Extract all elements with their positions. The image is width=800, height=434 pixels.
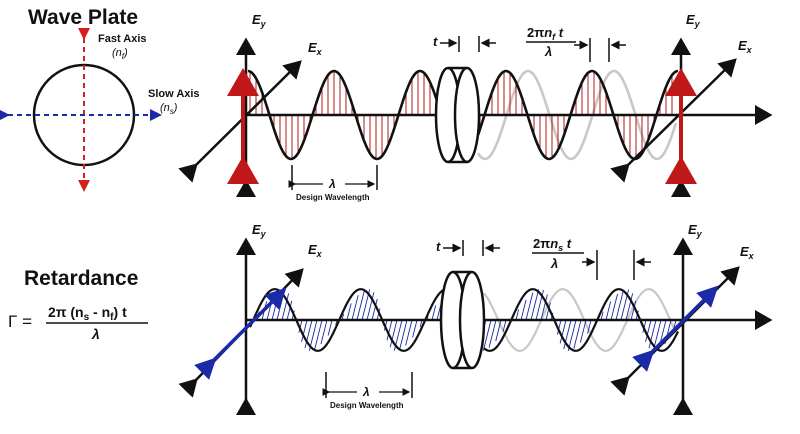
bottom-wave-hatch: [412, 319, 418, 338]
bottom-design-wavelength-label: Design Wavelength: [330, 401, 404, 410]
wave-plate-title: Wave Plate: [28, 6, 138, 29]
bottom-phase-numerator: 2πns t: [533, 236, 572, 253]
bottom-wave-hatch: [600, 311, 604, 321]
bottom-wave-hatch: [567, 319, 577, 351]
retardance-title: Retardance: [24, 267, 138, 290]
bottom-left-ey-label: Ey: [252, 222, 267, 239]
bottom-right-ey-label: Ey: [688, 222, 703, 239]
top-design-wavelength-label: Design Wavelength: [296, 193, 370, 202]
top-wave-panel: Ey Ex Ey Ex t 2πnf t λ λ Design Waveleng…: [178, 12, 773, 202]
bottom-wave-hatch: [346, 303, 352, 321]
bottom-wave-hatch: [366, 292, 375, 321]
bottom-wave-panel: Ey Ex Ey Ex t 2πns t λ λ Design Waveleng…: [178, 222, 773, 415]
bottom-wave-hatch: [563, 319, 572, 350]
bottom-wave-hatch: [525, 292, 534, 321]
bottom-wave-plate-disk: [439, 270, 486, 370]
top-right-ey-label: Ey: [686, 12, 701, 29]
bottom-wave-hatch: [545, 302, 551, 321]
bottom-wave-hatch: [520, 299, 527, 321]
bottom-wave-hatch: [573, 319, 582, 349]
bottom-wave-hatch: [495, 319, 502, 342]
bottom-wave-hatch: [371, 298, 378, 321]
formula-denominator: λ: [91, 326, 100, 342]
formula-gamma: Γ =: [8, 312, 32, 331]
top-wavelength-lambda: λ: [328, 177, 336, 191]
bottom-right-polarization-vector: [632, 285, 719, 372]
bottom-wave-hatch: [579, 319, 587, 343]
bottom-wave-hatch: [376, 308, 381, 321]
bottom-wave-hatch: [559, 319, 567, 344]
slow-axis-symbol: (ns): [160, 102, 178, 116]
bottom-wave-hatch: [502, 319, 507, 332]
bottom-left-polarization-vector: [194, 287, 287, 380]
bottom-wave-hatch: [320, 319, 328, 345]
bottom-wave-hatch: [405, 319, 413, 346]
top-phase-numerator: 2πnf t: [527, 25, 564, 42]
bottom-wave-hatch: [431, 305, 437, 321]
fast-axis-label: Fast Axis: [98, 33, 147, 45]
bottom-wave-hatch: [399, 319, 408, 351]
bottom-wave-hatch: [605, 301, 612, 321]
bottom-wave-hatch: [327, 319, 333, 336]
bottom-wave-hatch: [515, 309, 520, 321]
formula-numerator: 2π (ns - nf) t: [48, 304, 127, 323]
top-right-ex-label: Ex: [738, 38, 753, 55]
bottom-wave-hatch: [386, 319, 393, 341]
bottom-wave-hatch: [356, 290, 365, 321]
bottom-wave-hatch: [304, 319, 313, 349]
bottom-wave-hatch: [556, 319, 562, 335]
top-left-ex-label: Ex: [308, 40, 323, 57]
top-left-ex-axis: [178, 60, 302, 183]
bottom-right-ex-label: Ex: [740, 244, 755, 261]
bottom-phase-denominator: λ: [550, 256, 558, 271]
bottom-wave-hatch: [389, 319, 398, 348]
bottom-wavelength-lambda: λ: [362, 385, 370, 399]
bottom-wave-hatch: [488, 319, 497, 348]
bottom-wave-hatch: [540, 294, 548, 321]
bottom-wave-hatch: [530, 289, 540, 321]
fast-axis-symbol: (nf): [112, 47, 128, 61]
bottom-left-ex-label: Ex: [308, 242, 323, 259]
top-wave-plate-disk: [434, 66, 481, 164]
top-left-ey-label: Ey: [252, 12, 267, 29]
top-thickness-label: t: [433, 34, 438, 49]
bottom-wave-hatch: [351, 295, 359, 321]
bottom-thickness-label: t: [436, 239, 441, 254]
bottom-wave-hatch: [314, 319, 323, 350]
bottom-wave-hatch: [587, 319, 592, 334]
slow-axis-label: Slow Axis: [148, 88, 200, 100]
top-phase-denominator: λ: [544, 44, 552, 59]
bottom-wave-hatch: [482, 319, 492, 351]
